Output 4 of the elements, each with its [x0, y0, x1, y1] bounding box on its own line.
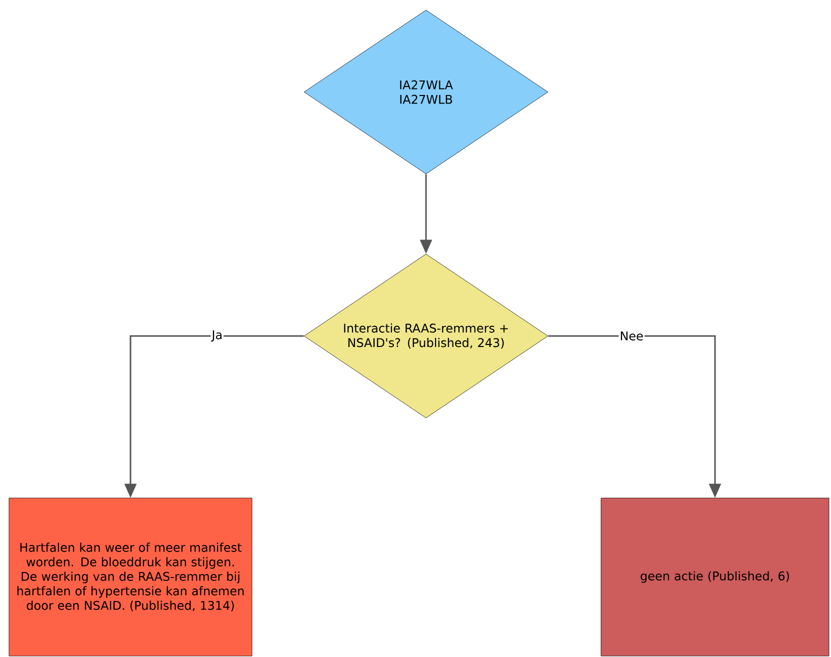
- process-box: geen actie (Published, 6): [600, 498, 830, 656]
- edge-label: Nee: [618, 330, 644, 342]
- edge-label: Ja: [210, 329, 224, 343]
- process-box: Hartfalen kan weer of meer manifest worden. De bloeddruk kan stijgen. De werking van de RAAS-remmer bij hartfalen of hypertensie kan afnemen door een NSAID. (Published, 1314): [8, 498, 252, 656]
